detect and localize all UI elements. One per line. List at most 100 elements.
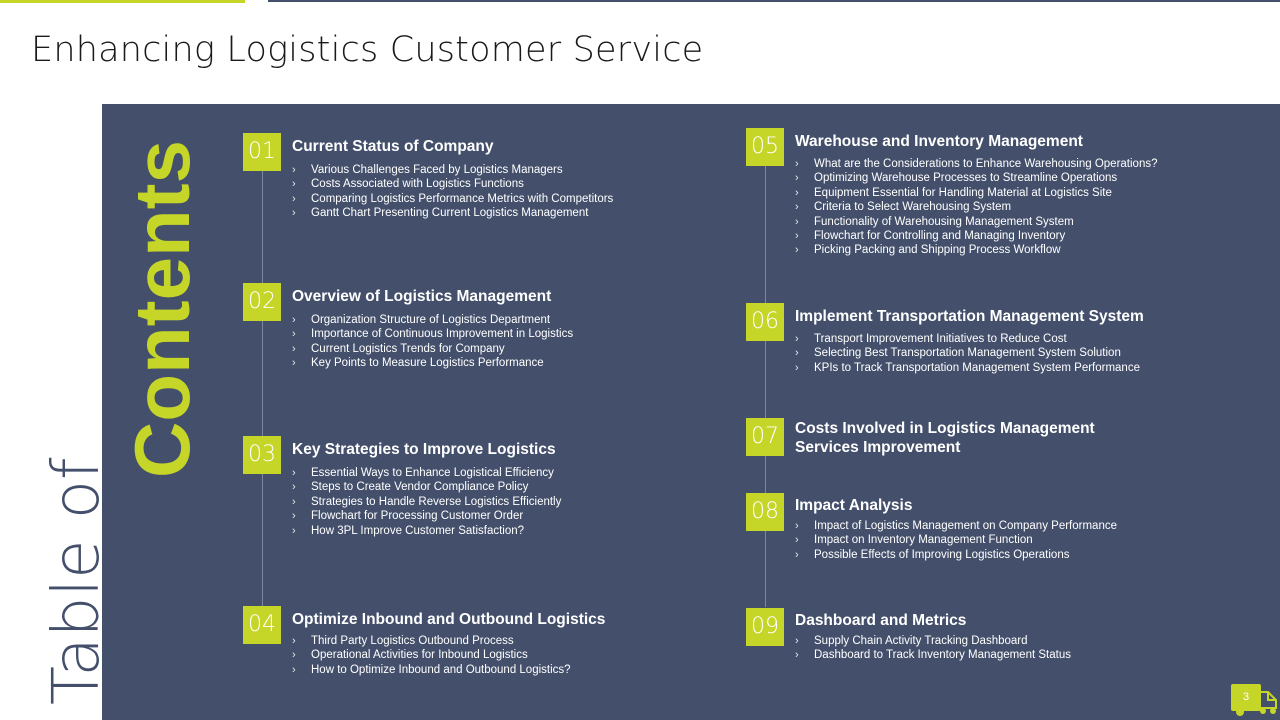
list-item: ›Criteria to Select Warehousing System [795,201,1012,214]
list-item: ›Optimizing Warehouse Processes to Strea… [795,172,1118,185]
section-title: Current Status of Company [292,138,494,155]
chevron-right-icon: › [795,230,799,243]
chevron-right-icon: › [795,244,799,257]
section-items: ›Essential Ways to Enhance Logistical Ef… [292,466,561,538]
chevron-right-icon: › [292,649,296,662]
list-item: ›Operational Activities for Inbound Logi… [292,649,528,662]
list-item: ›Impact of Logistics Management on Compa… [795,520,1117,532]
section-items: ›Third Party Logistics Outbound Process … [292,634,571,677]
section-items: ›Organization Structure of Logistics Dep… [292,313,573,371]
list-item: ›Equipment Essential for Handling Materi… [795,186,1112,199]
truck-icon [1257,691,1277,714]
chevron-right-icon: › [292,342,296,355]
chevron-right-icon: › [292,192,296,205]
chevron-right-icon: › [292,328,296,341]
list-item: ›Key Points to Measure Logistics Perform… [292,357,544,370]
page-title: Enhancing Logistics Customer Service [31,30,704,70]
section-title-line-1: Costs Involved in Logistics Management [795,420,1095,437]
chevron-right-icon: › [292,524,296,537]
section-items: ›Impact of Logistics Management on Compa… [795,519,1117,562]
section-items: ›What are the Considerations to Enhance … [795,157,1158,258]
section-number: 02 [243,283,281,321]
chevron-right-icon: › [795,186,799,199]
list-item: ›Costs Associated with Logistics Functio… [292,178,524,191]
section-number: 03 [243,436,281,474]
chevron-right-icon: › [292,357,296,370]
section-title: Optimize Inbound and Outbound Logistics [292,611,606,628]
list-item: ›Possible Effects of Improving Logistics… [795,548,1070,561]
section-title-line-2: Services Improvement [795,439,961,456]
chevron-right-icon: › [292,495,296,508]
section-title: Dashboard and Metrics [795,612,967,629]
list-item: ›Functionality of Warehousing Management… [795,215,1074,228]
list-item: ›What are the Considerations to Enhance … [795,158,1158,170]
section-title: Impact Analysis [795,497,913,514]
chevron-right-icon: › [795,347,799,360]
section-number: 05 [746,128,784,166]
list-item: ›Flowchart for Processing Customer Order [292,510,524,523]
timeline-right [765,147,766,607]
list-item: ›Comparing Logistics Performance Metrics… [292,192,614,205]
list-item: ›Essential Ways to Enhance Logistical Ef… [292,467,554,479]
list-item: ›Current Logistics Trends for Company [292,342,505,355]
chevron-right-icon: › [795,361,799,374]
section-title: Key Strategies to Improve Logistics [292,441,556,458]
section-number: 06 [746,303,784,341]
chevron-right-icon: › [795,333,799,345]
chevron-right-icon: › [795,201,799,214]
chevron-right-icon: › [292,510,296,523]
chevron-right-icon: › [292,178,296,191]
chevron-right-icon: › [795,172,799,185]
list-item: ›How to Optimize Inbound and Outbound Lo… [292,663,571,676]
truck-wheel-icon [1236,708,1244,716]
list-item: ›Organization Structure of Logistics Dep… [292,314,551,326]
section-items: ›Transport Improvement Initiatives to Re… [795,332,1140,375]
section-title: Overview of Logistics Management [292,288,552,305]
section-title: Implement Transportation Management Syst… [795,308,1144,325]
section-number: 01 [243,133,281,171]
contents-panel [102,104,1280,720]
list-item: ›Supply Chain Activity Tracking Dashboar… [795,635,1028,647]
list-item: ›Selecting Best Transportation Managemen… [795,347,1121,360]
chevron-right-icon: › [292,467,296,479]
section-title: Warehouse and Inventory Management [795,133,1083,150]
list-item: ›How 3PL Improve Customer Satisfaction? [292,524,525,537]
timeline-left [262,147,263,607]
chevron-right-icon: › [292,314,296,326]
section-items: ›Various Challenges Faced by Logistics M… [292,163,613,221]
list-item: ›Third Party Logistics Outbound Process [292,635,514,647]
list-item: ›Steps to Create Vendor Compliance Polic… [292,481,529,494]
section-number: 08 [746,493,784,531]
chevron-right-icon: › [292,164,296,176]
list-item: ›Gantt Chart Presenting Current Logistic… [292,207,589,220]
list-item: ›Various Challenges Faced by Logistics M… [292,164,563,176]
chevron-right-icon: › [795,548,799,561]
section-number: 07 [746,418,784,456]
section-number: 09 [746,608,784,646]
section-items: ›Supply Chain Activity Tracking Dashboar… [795,634,1071,663]
chevron-right-icon: › [795,534,799,547]
chevron-right-icon: › [292,207,296,220]
top-accent-bar [0,0,245,3]
chevron-right-icon: › [795,215,799,228]
side-title-table-of: Table of [40,457,114,705]
list-item: ›KPIs to Track Transportation Management… [795,361,1140,374]
chevron-right-icon: › [795,520,799,532]
page-number-badge: 3 [1231,684,1261,711]
list-item: ›Flowchart for Controlling and Managing … [795,230,1066,243]
chevron-right-icon: › [795,158,799,170]
chevron-right-icon: › [292,481,296,494]
list-item: ›Transport Improvement Initiatives to Re… [795,333,1067,345]
list-item: ›Dashboard to Track Inventory Management… [795,649,1071,662]
section-number: 04 [243,606,281,644]
chevron-right-icon: › [795,635,799,647]
side-title-contents: Contents [118,140,206,478]
list-item: ›Picking Packing and Shipping Process Wo… [795,244,1061,257]
top-divider-line [268,0,1280,2]
list-item: ›Strategies to Handle Reverse Logistics … [292,495,562,508]
chevron-right-icon: › [292,663,296,676]
list-item: ›Importance of Continuous Improvement in… [292,328,574,341]
chevron-right-icon: › [795,649,799,662]
list-item: ›Impact on Inventory Management Function [795,534,1033,547]
chevron-right-icon: › [292,635,296,647]
